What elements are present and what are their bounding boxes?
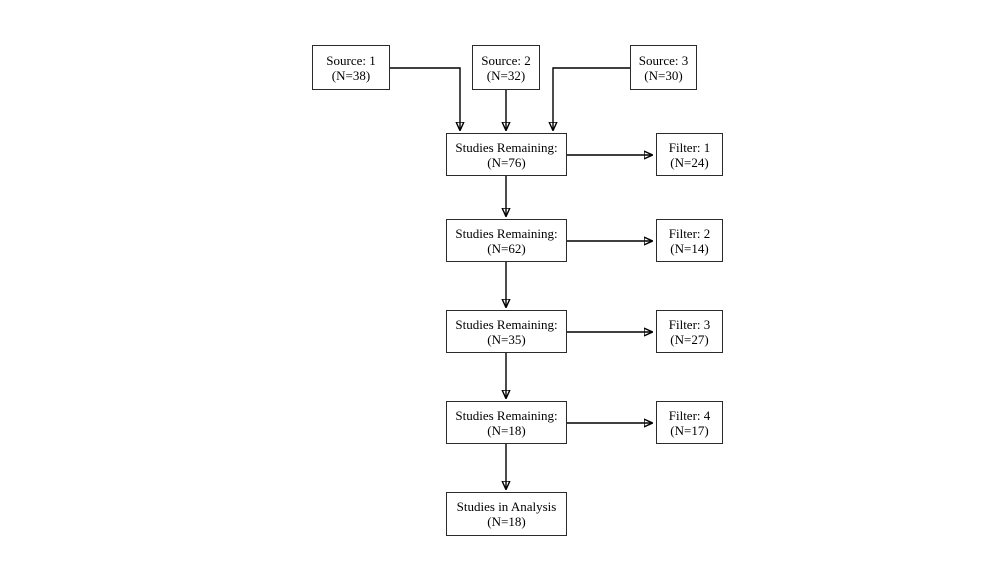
filter-box-1[interactable]: Filter: 1 (N=24)	[656, 133, 723, 176]
source-box-2-label: Source: 2	[481, 52, 531, 68]
filter-box-2-count: (N=14)	[670, 240, 709, 256]
filter-box-1-count: (N=24)	[670, 154, 709, 170]
studies-remaining-box-4-label: Studies Remaining:	[455, 407, 558, 423]
source-box-1[interactable]: Source: 1 (N=38)	[312, 45, 390, 90]
source-box-3-count: (N=30)	[644, 67, 683, 83]
filter-box-3-count: (N=27)	[670, 331, 709, 347]
filter-box-4-count: (N=17)	[670, 422, 709, 438]
edge-source3-to-stage1	[553, 67, 630, 130]
studies-remaining-box-1-count: (N=76)	[487, 154, 526, 170]
studies-remaining-box-2-count: (N=62)	[487, 240, 526, 256]
filter-box-2[interactable]: Filter: 2 (N=14)	[656, 219, 723, 262]
studies-remaining-box-2[interactable]: Studies Remaining: (N=62)	[446, 219, 567, 262]
filter-box-3-label: Filter: 3	[668, 316, 711, 332]
studies-remaining-box-3[interactable]: Studies Remaining: (N=35)	[446, 310, 567, 353]
studies-remaining-box-3-count: (N=35)	[487, 331, 526, 347]
studies-remaining-box-2-label: Studies Remaining:	[455, 225, 558, 241]
studies-remaining-box-1-label: Studies Remaining:	[455, 139, 558, 155]
studies-remaining-box-3-label: Studies Remaining:	[455, 316, 558, 332]
source-box-3[interactable]: Source: 3 (N=30)	[630, 45, 697, 90]
filter-box-3[interactable]: Filter: 3 (N=27)	[656, 310, 723, 353]
studies-remaining-box-4[interactable]: Studies Remaining: (N=18)	[446, 401, 567, 444]
filter-box-4[interactable]: Filter: 4 (N=17)	[656, 401, 723, 444]
filter-box-2-label: Filter: 2	[668, 225, 711, 241]
studies-remaining-box-4-count: (N=18)	[487, 422, 526, 438]
source-box-1-count: (N=38)	[331, 67, 371, 83]
filter-box-4-label: Filter: 4	[668, 407, 711, 423]
source-box-2-count: (N=32)	[486, 67, 526, 83]
studies-in-analysis-label: Studies in Analysis	[456, 499, 557, 514]
source-box-2[interactable]: Source: 2 (N=32)	[472, 45, 540, 90]
studies-in-analysis-box[interactable]: Studies in Analysis (N=18)	[446, 492, 567, 536]
filter-box-1-label: Filter: 1	[668, 139, 711, 155]
edge-source1-to-stage1	[390, 67, 460, 130]
studies-remaining-box-1[interactable]: Studies Remaining: (N=76)	[446, 133, 567, 176]
source-box-1-label: Source: 1	[326, 52, 376, 68]
studies-in-analysis-count: (N=18)	[487, 514, 526, 529]
source-box-3-label: Source: 3	[638, 52, 689, 68]
